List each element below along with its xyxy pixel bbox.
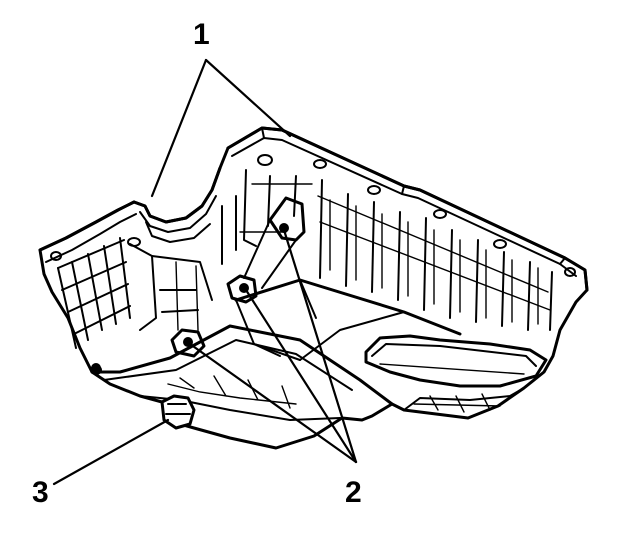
leader-1b	[204, 58, 292, 138]
leader-2c	[188, 342, 358, 464]
leader-1a	[150, 58, 208, 198]
oil-pan-body	[38, 126, 589, 450]
pan-rim-flange	[38, 126, 589, 292]
leader-3	[52, 418, 170, 486]
pan-bottom-rail	[90, 324, 525, 421]
leader-2b	[244, 288, 358, 464]
callout-2: 2	[345, 476, 362, 509]
leader-2a	[282, 228, 358, 464]
boss-hole-upper	[279, 223, 289, 233]
drain-plug	[160, 394, 196, 430]
callout-1: 1	[193, 18, 210, 51]
callout-labels: 1 2 3	[32, 18, 362, 509]
rim-bolt-holes	[50, 154, 576, 375]
interior-ribs	[221, 169, 553, 331]
leader-lines	[52, 58, 358, 486]
left-end-ribs	[57, 237, 213, 349]
callout-3: 3	[32, 476, 49, 509]
sump-floor	[234, 278, 548, 388]
